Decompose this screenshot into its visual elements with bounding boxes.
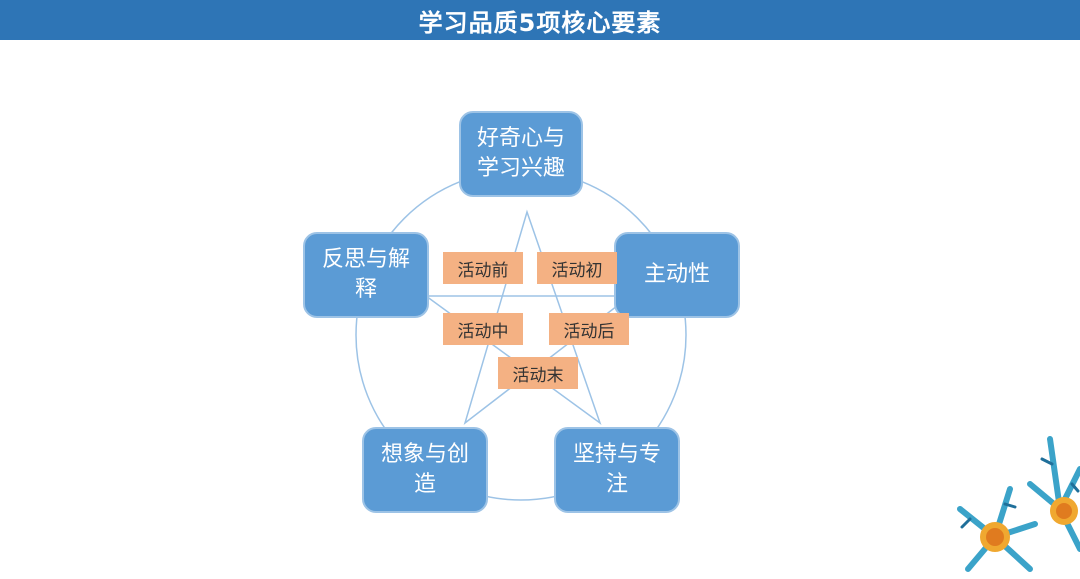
center-star [423, 209, 633, 426]
stage-start: 活动初 [537, 252, 617, 284]
stage-end: 活动末 [498, 357, 578, 389]
node-curiosity: 好奇心与 学习兴趣 [459, 111, 583, 197]
node-imagination: 想象与创 造 [362, 427, 488, 513]
stage-middle: 活动中 [443, 313, 523, 345]
stage-after: 活动后 [549, 313, 629, 345]
title-bar: 学习品质5项核心要素 [0, 0, 1080, 40]
page-title: 学习品质5项核心要素 [418, 8, 662, 37]
stage-before: 活动前 [443, 252, 523, 284]
node-reflection: 反思与解 释 [303, 232, 429, 318]
snowflake-flower-icon [957, 436, 1080, 572]
node-persistence: 坚持与专 注 [554, 427, 680, 513]
node-initiative: 主动性 [614, 232, 740, 318]
